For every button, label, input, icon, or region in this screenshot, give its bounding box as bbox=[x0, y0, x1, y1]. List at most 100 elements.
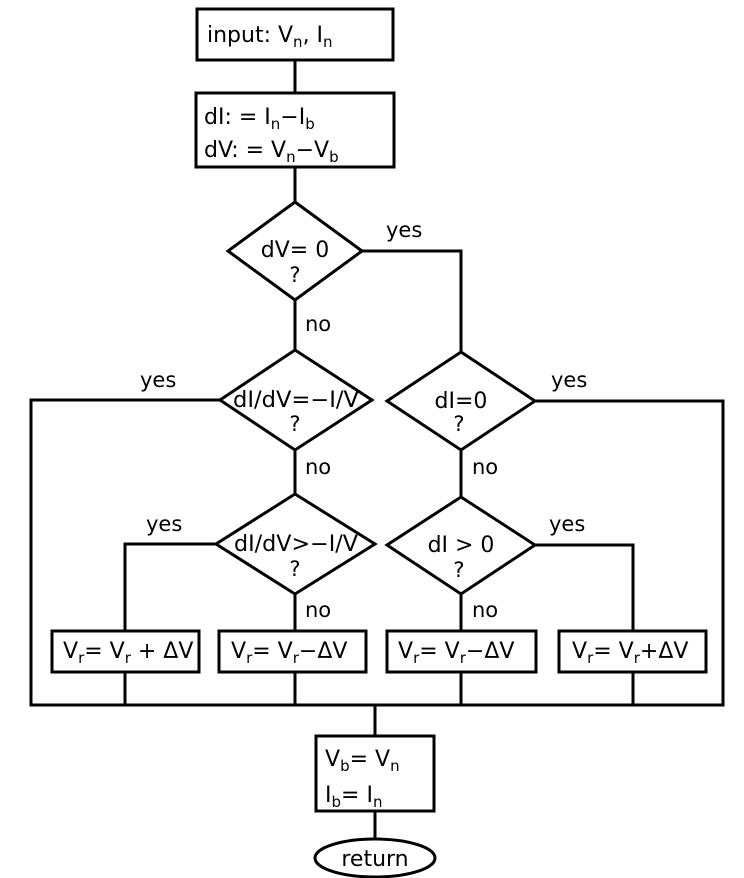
label-didv-gt-no: no bbox=[305, 598, 331, 622]
label-di-zero-no: no bbox=[472, 455, 498, 479]
text-segment: V bbox=[398, 639, 413, 664]
node-act-dec-right: Vr= Vr−ΔV bbox=[385, 629, 538, 674]
label-didv-eq-no: no bbox=[305, 455, 331, 479]
di-zero-diamond bbox=[384, 350, 538, 452]
label-didv-gt-yes: yes bbox=[146, 512, 182, 536]
didv-gt-condition: dI/dV>−I/V bbox=[234, 532, 358, 557]
node-didv-eq: dI/dV=−I/V ? bbox=[217, 348, 375, 452]
subscript: b bbox=[329, 148, 339, 166]
text-segment: input: V bbox=[207, 23, 293, 48]
text-segment: = V bbox=[593, 639, 633, 664]
input-label: input: Vn, In bbox=[207, 23, 333, 51]
subscript: r bbox=[293, 649, 300, 667]
text-segment: +ΔV bbox=[640, 639, 689, 664]
edge-di-gt-yes bbox=[533, 543, 635, 633]
label-dv-zero-no: no bbox=[305, 312, 331, 336]
subscript: r bbox=[78, 649, 85, 667]
didv-gt-diamond bbox=[213, 492, 378, 596]
connectors bbox=[29, 58, 725, 841]
subscript: r bbox=[634, 649, 641, 667]
text-segment: = V bbox=[84, 639, 124, 664]
text-segment: = V bbox=[419, 639, 459, 664]
dv-zero-diamond bbox=[225, 200, 365, 302]
subscript: n bbox=[286, 148, 296, 166]
dv-zero-question: ? bbox=[289, 263, 300, 287]
node-input: input: Vn, In bbox=[195, 7, 395, 62]
act-inc-left-box bbox=[50, 629, 201, 674]
node-di-zero: dI=0 ? bbox=[384, 350, 538, 452]
input-box bbox=[195, 7, 395, 62]
act-inc-right-label: Vr= Vr+ΔV bbox=[572, 639, 688, 667]
text-segment: dV: = V bbox=[204, 138, 286, 163]
label-di-gt-no: no bbox=[472, 598, 498, 622]
node-act-inc-right: Vr= Vr+ΔV bbox=[557, 629, 708, 674]
subscript: n bbox=[271, 115, 281, 133]
text-segment: = V bbox=[252, 639, 292, 664]
text-segment: dI: = I bbox=[204, 105, 271, 130]
edge-didv-gt-yes bbox=[123, 542, 218, 633]
text-segment: I bbox=[325, 783, 332, 808]
node-return: return bbox=[313, 837, 437, 878]
node-act-inc-left: Vr= Vr + ΔV bbox=[50, 629, 201, 674]
edge-labels: yes no yes no yes no yes no yes no bbox=[140, 218, 587, 622]
text-segment: −I bbox=[280, 105, 305, 130]
text-segment: V bbox=[325, 747, 340, 772]
subscript: b bbox=[305, 115, 315, 133]
compute-box bbox=[194, 91, 396, 169]
subscript: n bbox=[373, 793, 383, 811]
subscript: r bbox=[587, 649, 594, 667]
edge-di-zero-yes bbox=[533, 399, 725, 707]
label-dv-zero-yes: yes bbox=[386, 218, 422, 242]
text-segment: = I bbox=[341, 783, 373, 808]
didv-eq-condition: dI/dV=−I/V bbox=[233, 388, 359, 413]
di-gt-condition: dI > 0 bbox=[428, 533, 495, 558]
text-segment: = V bbox=[350, 747, 390, 772]
text-segment: + ΔV bbox=[131, 639, 194, 664]
didv-eq-diamond bbox=[217, 348, 375, 452]
update-box bbox=[314, 734, 436, 813]
node-di-gt: dI > 0 ? bbox=[384, 495, 538, 596]
node-dv-zero: dV= 0 ? bbox=[225, 200, 365, 302]
node-didv-gt: dI/dV>−I/V ? bbox=[213, 492, 378, 596]
text-segment: −ΔV bbox=[466, 639, 515, 664]
label-di-zero-yes: yes bbox=[551, 368, 587, 392]
edge-dv-zero-yes bbox=[360, 249, 463, 354]
label-di-gt-yes: yes bbox=[549, 512, 585, 536]
subscript: n bbox=[293, 33, 303, 51]
act-inc-left-label: Vr= Vr + ΔV bbox=[63, 639, 193, 667]
subscript: r bbox=[413, 649, 420, 667]
didv-eq-question: ? bbox=[289, 412, 300, 436]
text-segment: , I bbox=[303, 23, 323, 48]
di-gt-question: ? bbox=[453, 558, 464, 582]
di-zero-condition: dI=0 bbox=[435, 389, 488, 414]
subscript: n bbox=[323, 33, 333, 51]
di-zero-question: ? bbox=[453, 412, 464, 436]
text-segment: V bbox=[231, 639, 246, 664]
didv-gt-question: ? bbox=[289, 557, 300, 581]
subscript: b bbox=[332, 793, 342, 811]
subscript: r bbox=[125, 649, 132, 667]
subscript: n bbox=[390, 757, 400, 775]
subscript: r bbox=[246, 649, 253, 667]
act-dec-left-box bbox=[217, 629, 368, 674]
text-segment: −V bbox=[296, 138, 329, 163]
di-gt-diamond bbox=[384, 495, 538, 596]
text-segment: V bbox=[63, 639, 78, 664]
act-dec-right-box bbox=[385, 629, 538, 674]
subscript: r bbox=[460, 649, 467, 667]
return-ellipse bbox=[313, 837, 437, 878]
text-segment: −ΔV bbox=[299, 639, 348, 664]
act-dec-left-label: Vr= Vr−ΔV bbox=[231, 639, 347, 667]
label-didv-eq-yes: yes bbox=[140, 368, 176, 392]
node-act-dec-left: Vr= Vr−ΔV bbox=[217, 629, 368, 674]
dv-zero-condition: dV= 0 bbox=[261, 238, 329, 263]
act-inc-right-box bbox=[557, 629, 708, 674]
text-segment: V bbox=[572, 639, 587, 664]
edge-didv-eq-yes bbox=[29, 398, 222, 707]
subscript: b bbox=[340, 757, 350, 775]
